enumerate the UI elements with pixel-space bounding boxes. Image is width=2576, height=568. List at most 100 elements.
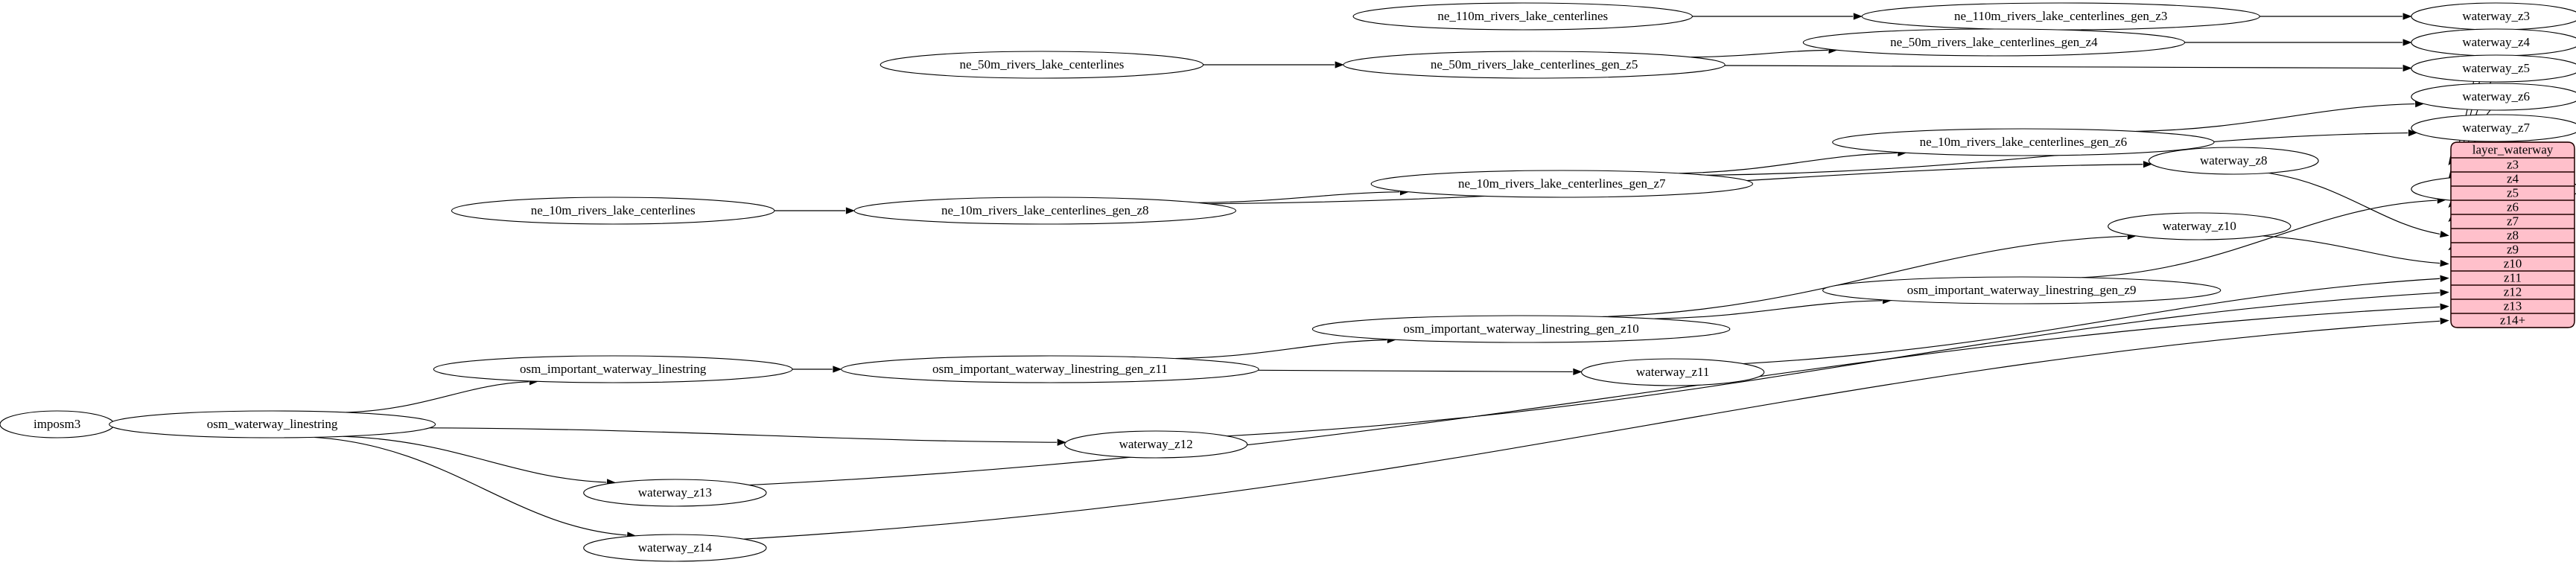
graph-node-osm_important_waterway_linestring_gen_z11[interactable]: osm_important_waterway_linestring_gen_z1…: [841, 355, 1259, 383]
graph-node-osm_important_waterway_linestring_gen_z10[interactable]: osm_important_waterway_linestring_gen_z1…: [1311, 315, 1731, 343]
node-ellipse: [583, 479, 767, 507]
graph-edge: [2136, 103, 2415, 133]
graph-node-osm_waterway_linestring[interactable]: osm_waterway_linestring: [109, 410, 436, 438]
graph-node-ne_10m_rivers_lake_centerlines_gen_z8[interactable]: ne_10m_rivers_lake_centerlines_gen_z8: [853, 197, 1236, 225]
edges-layer: [108, 13, 2493, 540]
graph-edge: [748, 306, 2440, 486]
node-ellipse: [2411, 114, 2576, 142]
graph-node-ne_10m_rivers_lake_centerlines_gen_z6[interactable]: ne_10m_rivers_lake_centerlines_gen_z6: [1832, 128, 2215, 156]
node-ellipse: [2108, 212, 2292, 240]
graph-node-ne_110m_rivers_lake_centerlines[interactable]: ne_110m_rivers_lake_centerlines: [1352, 2, 1693, 31]
node-ellipse: [583, 534, 767, 562]
record-row-z4[interactable]: z4: [2507, 171, 2519, 185]
graph-node-waterway_z6[interactable]: waterway_z6: [2411, 83, 2576, 111]
graph-node-ne_10m_rivers_lake_centerlines_gen_z7[interactable]: ne_10m_rivers_lake_centerlines_gen_z7: [1370, 170, 1753, 198]
node-label: osm_important_waterway_linestring_gen_z9: [1907, 283, 2137, 297]
record-row-z13[interactable]: z13: [2504, 299, 2522, 313]
record-row-z3[interactable]: z3: [2507, 157, 2519, 171]
edge-arrowhead: [2402, 39, 2412, 46]
graph-edge: [743, 320, 2440, 540]
edge-arrowhead: [1057, 438, 1066, 446]
edge-arrowhead: [2440, 230, 2449, 238]
record-row-z12[interactable]: z12: [2504, 284, 2522, 299]
node-label: ne_10m_rivers_lake_centerlines_gen_z8: [941, 203, 1149, 217]
record-row-z6[interactable]: z6: [2507, 200, 2519, 214]
node-label: waterway_z6: [2462, 89, 2530, 103]
graph-node-osm_important_waterway_linestring[interactable]: osm_important_waterway_linestring: [433, 355, 793, 383]
record-node-layer-waterway[interactable]: layer_waterwayz3z4z5z6z7z8z9z10z11z12z13…: [2450, 141, 2575, 328]
graph-edge: [1258, 369, 1573, 372]
graph-node-waterway_z13[interactable]: waterway_z13: [583, 479, 767, 507]
record-row-z14+[interactable]: z14+: [2500, 313, 2525, 327]
graph-edge: [1679, 152, 1898, 174]
node-ellipse: [1581, 358, 1765, 386]
graph-edge: [346, 381, 529, 413]
node-ellipse: [1064, 430, 1248, 459]
record-row-z5[interactable]: z5: [2507, 185, 2519, 200]
graph-node-waterway_z8[interactable]: waterway_z8: [2148, 147, 2319, 175]
graph-edge: [343, 435, 607, 483]
graph-edge: [1227, 292, 2440, 437]
node-label: waterway_z5: [2462, 61, 2530, 75]
node-ellipse: [1822, 276, 2222, 304]
graph-edge: [2268, 172, 2440, 234]
edge-arrowhead: [2402, 64, 2412, 72]
node-label: ne_50m_rivers_lake_centerlines_gen_z5: [1431, 57, 1638, 71]
node-ellipse: [841, 355, 1259, 383]
edge-arrowhead: [2408, 129, 2418, 137]
node-label: ne_50m_rivers_lake_centerlines: [959, 57, 1124, 71]
graph-edge: [1691, 49, 1828, 58]
graph-node-waterway_z7[interactable]: waterway_z7: [2411, 114, 2576, 142]
node-label: waterway_z3: [2462, 9, 2530, 23]
node-ellipse: [880, 51, 1204, 79]
node-label: ne_10m_rivers_lake_centerlines_gen_z6: [1920, 135, 2128, 149]
edge-arrowhead: [845, 207, 856, 214]
node-ellipse: [2411, 83, 2576, 111]
node-label: ne_10m_rivers_lake_centerlines_gen_z7: [1458, 176, 1666, 191]
edge-arrowhead: [1573, 368, 1583, 376]
node-ellipse: [853, 197, 1236, 225]
record-row-z8[interactable]: z8: [2507, 228, 2519, 242]
graph-node-osm_important_waterway_linestring_gen_z9[interactable]: osm_important_waterway_linestring_gen_z9: [1822, 276, 2222, 304]
graph-edge: [314, 436, 627, 536]
graph-node-ne_50m_rivers_lake_centerlines_gen_z5[interactable]: ne_50m_rivers_lake_centerlines_gen_z5: [1343, 51, 1726, 79]
graph-edge: [1724, 65, 2402, 69]
graph-edge: [1602, 235, 2128, 318]
graph-edge: [1198, 191, 1400, 203]
graph-edge: [2082, 200, 2437, 278]
graph-node-waterway_z14[interactable]: waterway_z14: [583, 534, 767, 562]
node-label: imposm3: [34, 417, 80, 431]
node-ellipse: [1311, 315, 1731, 343]
edge-arrowhead: [833, 366, 842, 373]
graph-node-waterway_z4[interactable]: waterway_z4: [2411, 28, 2576, 57]
record-row-z7[interactable]: z7: [2507, 214, 2519, 228]
node-ellipse: [451, 197, 775, 225]
record-node-layer: layer_waterwayz3z4z5z6z7z8z9z10z11z12z13…: [2450, 141, 2575, 328]
node-label: ne_110m_rivers_lake_centerlines_gen_z3: [1954, 9, 2167, 23]
graph-node-ne_50m_rivers_lake_centerlines_gen_z4[interactable]: ne_50m_rivers_lake_centerlines_gen_z4: [1802, 28, 2186, 57]
edge-arrowhead: [2440, 289, 2449, 296]
record-outline: [2450, 141, 2575, 328]
record-row-z9[interactable]: z9: [2507, 242, 2519, 256]
graph-node-waterway_z5[interactable]: waterway_z5: [2411, 54, 2576, 83]
graph-node-waterway_z3[interactable]: waterway_z3: [2411, 2, 2576, 31]
graph-node-imposm3[interactable]: imposm3: [0, 410, 115, 438]
edge-arrowhead: [2402, 13, 2412, 20]
graph-node-ne_10m_rivers_lake_centerlines[interactable]: ne_10m_rivers_lake_centerlines: [451, 197, 775, 225]
record-title: layer_waterway: [2472, 142, 2554, 156]
record-row-z10[interactable]: z10: [2504, 256, 2522, 270]
node-label: osm_important_waterway_linestring_gen_z1…: [1403, 322, 1638, 336]
graph-node-waterway_z10[interactable]: waterway_z10: [2108, 212, 2292, 240]
node-label: waterway_z12: [1119, 437, 1193, 451]
node-label: waterway_z4: [2462, 35, 2530, 49]
node-label: osm_important_waterway_linestring_gen_z1…: [932, 362, 1168, 376]
graph-node-waterway_z11[interactable]: waterway_z11: [1581, 358, 1765, 386]
graph-node-waterway_z12[interactable]: waterway_z12: [1064, 430, 1248, 459]
record-row-z11[interactable]: z11: [2504, 270, 2522, 284]
graph-node-ne_110m_rivers_lake_centerlines_gen_z3[interactable]: ne_110m_rivers_lake_centerlines_gen_z3: [1861, 2, 2260, 31]
node-label: waterway_z13: [638, 485, 712, 500]
edge-arrowhead: [2440, 260, 2449, 267]
graph-node-ne_50m_rivers_lake_centerlines[interactable]: ne_50m_rivers_lake_centerlines: [880, 51, 1204, 79]
